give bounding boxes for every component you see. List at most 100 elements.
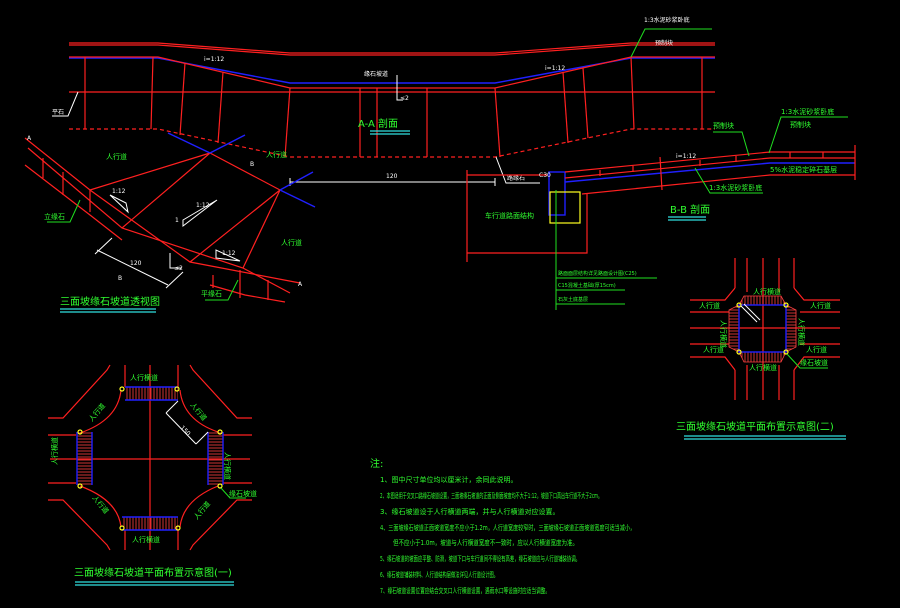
- crosswalk-right: [785, 304, 797, 353]
- note-item: 6、缘石坡道铺装材料、人行道结构层做法详见人行道设计图。: [380, 570, 498, 579]
- slope-triangle-icon: [109, 194, 129, 214]
- plan1-dimension: [165, 412, 197, 445]
- perspective-dim-value: 120: [130, 260, 142, 267]
- plan1-crosswalk-top-label: 人行横道: [130, 373, 158, 382]
- aa-slope-left: i=1:12: [204, 56, 224, 63]
- plan1-crosswalk-left-label: 人行横道: [50, 437, 59, 465]
- plan2-crosswalk-bottom-label: 人行横道: [749, 363, 777, 372]
- curb-line-top: [24, 137, 301, 284]
- crosswalk-bottom: [122, 517, 178, 530]
- sidewalk-label: 人行道: [806, 345, 827, 354]
- sidewalk-label: 人行道: [106, 152, 127, 161]
- section-mark-b2: B: [250, 161, 254, 168]
- bb-slope: i=1:12: [676, 153, 696, 160]
- bb-curb-top-label: C30: [539, 172, 551, 179]
- aa-slope-right: i=1:12: [545, 65, 565, 72]
- bb-top-surface: [564, 151, 855, 173]
- bb-precast-label: 预制块: [713, 121, 734, 130]
- perspective-title: 三面坡缘石坡道透视图: [60, 295, 160, 308]
- plan-layout-2: 人行横道 人行横道 人行横道 人行横道 人行道 人行道 人行道 人行道 缘石坡道…: [676, 258, 846, 440]
- crosswalk-top: [125, 387, 178, 400]
- aa-right-leader: [630, 28, 712, 58]
- plan1-crosswalk-bottom-label: 人行横道: [132, 535, 160, 544]
- bb-blue-layer: [564, 162, 855, 183]
- aa-title: A-A 剖面: [358, 117, 398, 130]
- plan2-crosswalk-left-label: 人行横道: [719, 320, 728, 348]
- aa-center-label: 缘石坡道: [364, 70, 388, 78]
- perspective-dimension: [96, 249, 169, 286]
- aa-step-value: ≤2: [400, 95, 409, 102]
- bb-road-label: 车行道路面结构: [485, 211, 534, 220]
- crosswalk-top: [738, 295, 787, 306]
- plan1-crosswalk-right-label: 人行横道: [223, 452, 232, 480]
- plan2-intersection: [738, 304, 787, 353]
- bb-leader-2: C15混凝土基础(厚15cm): [558, 282, 616, 289]
- crosswalk-left: [77, 432, 92, 485]
- plan2-crosswalk-top-label: 人行横道: [753, 287, 781, 296]
- crosswalk-left: [728, 304, 740, 353]
- note-item: 1、图中尺寸单位均以厘米计，余同此说明。: [380, 475, 517, 484]
- bb-leader-3: 石灰土底基层: [558, 296, 588, 303]
- aa-left-label: 平石: [52, 109, 64, 116]
- bb-title: B-B 剖面: [670, 203, 710, 216]
- aa-left-leader: [52, 91, 79, 117]
- slope-label-1: 1:12: [112, 188, 126, 195]
- sidewalk-label: 人行道: [703, 345, 724, 354]
- bb-base-label: 5%水泥稳定碎石基层: [770, 165, 837, 174]
- aa-width-value: 120: [386, 173, 398, 180]
- crosswalk-bottom: [738, 351, 787, 363]
- aa-label-precast: 预制块: [655, 39, 673, 47]
- aa-joints: [84, 56, 703, 158]
- sidewalk-label: 人行道: [192, 499, 212, 521]
- aa-curb-label: 路缘石: [507, 174, 525, 182]
- note-item: 但不应小于1.0m，坡道与人行横道宽度不一致时，应以人行横道宽度为准。: [393, 538, 578, 547]
- ramp-marker-icon: [119, 386, 125, 392]
- perspective-step-value: ≤2: [174, 265, 183, 272]
- note-item: 3、缘石坡道设于人行横道两端，并与人行横道对应设置。: [380, 507, 559, 516]
- plan2-title: 三面坡缘石坡道平面布置示意图(二): [676, 420, 834, 433]
- curb-line-bottom: [27, 147, 291, 294]
- bb-bottom-line: [581, 174, 855, 195]
- bb-curb-foundation: [549, 191, 581, 224]
- plan1-title: 三面坡缘石坡道平面布置示意图(一): [74, 566, 232, 579]
- bb-mortar-label: 1:3水泥砂浆卧底: [709, 183, 762, 192]
- notes-heading: 注:: [370, 457, 383, 470]
- section-aa: 120 i=1:12 i=1:12 缘石坡道 ≤2 平石 路缘石 1:3水泥砂浆…: [52, 16, 715, 186]
- slope-label-3: 1:12: [222, 250, 236, 257]
- sidewalk-label: 人行道: [699, 301, 720, 310]
- section-bb: C30 i=1:12 车行道路面结构 预制块 1:3水泥砂浆卧底 预制块 5%水…: [466, 107, 856, 310]
- bb-paving-label: 预制块: [790, 120, 811, 129]
- section-mark-b: B: [118, 275, 122, 282]
- aa-surface: [69, 56, 715, 89]
- aa-top-surface: [69, 42, 715, 54]
- crosswalk-right: [208, 432, 223, 485]
- sidewalk-label: 人行道: [188, 401, 208, 423]
- plan1-dim-value: 150: [179, 424, 192, 437]
- slope-label-2: 1:12: [196, 202, 210, 209]
- note-item: 2、本图适用于交叉口路缘石坡道设置，三面坡缘石坡道的正面及侧面坡度均不大于1:1…: [380, 491, 602, 500]
- sidewalk-label: 人行道: [281, 238, 302, 247]
- slope-triangle-icon: [182, 199, 218, 228]
- slope-one-label: 1: [175, 217, 179, 224]
- note-item: 7、缘石坡道设置位置应结合交叉口人行横道设置，遇雨水口等设施时应适当调整。: [380, 586, 550, 595]
- flat-curb-label: 平缘石: [201, 289, 222, 298]
- slope-triangle-icon: [215, 249, 241, 262]
- aa-step-leader: [396, 75, 403, 101]
- perspective-view: 1:12 1:12 1 1:12 120 ≤2 A A B B 人行道 人行道 …: [24, 132, 316, 313]
- upright-curb-label: 立缘石: [44, 212, 65, 221]
- aa-top-surface-2: [69, 44, 715, 56]
- plan2-ramp-label: 缘石坡道: [800, 358, 828, 367]
- aa-label-mortar: 1:3水泥砂浆卧底: [644, 16, 690, 24]
- note-item: 5、缘石坡道的坡面应平整、防滑，坡道下口与车行道间不得设有高差，缘石坡道应与人行…: [380, 554, 580, 563]
- ramp-marker-icon: [736, 302, 742, 308]
- notes: 注: 1、图中尺寸单位均以厘米计，余同此说明。 2、本图适用于交叉口路缘石坡道设…: [370, 457, 635, 595]
- section-mark-a2: A: [298, 281, 303, 288]
- plan2-crosswalk-right-label: 人行横道: [797, 318, 806, 346]
- plan-layout-1: 150 人行横道 人行横道 人行横道 人行横道 人行道 人行道 人行道 人行道 …: [48, 364, 257, 586]
- bb-curb-stone: [548, 171, 566, 216]
- section-mark-a: A: [27, 135, 32, 142]
- aa-bottom-dashed: [69, 128, 715, 158]
- aa-curb-leader: [495, 156, 540, 184]
- sidewalk-label: 人行道: [266, 150, 287, 159]
